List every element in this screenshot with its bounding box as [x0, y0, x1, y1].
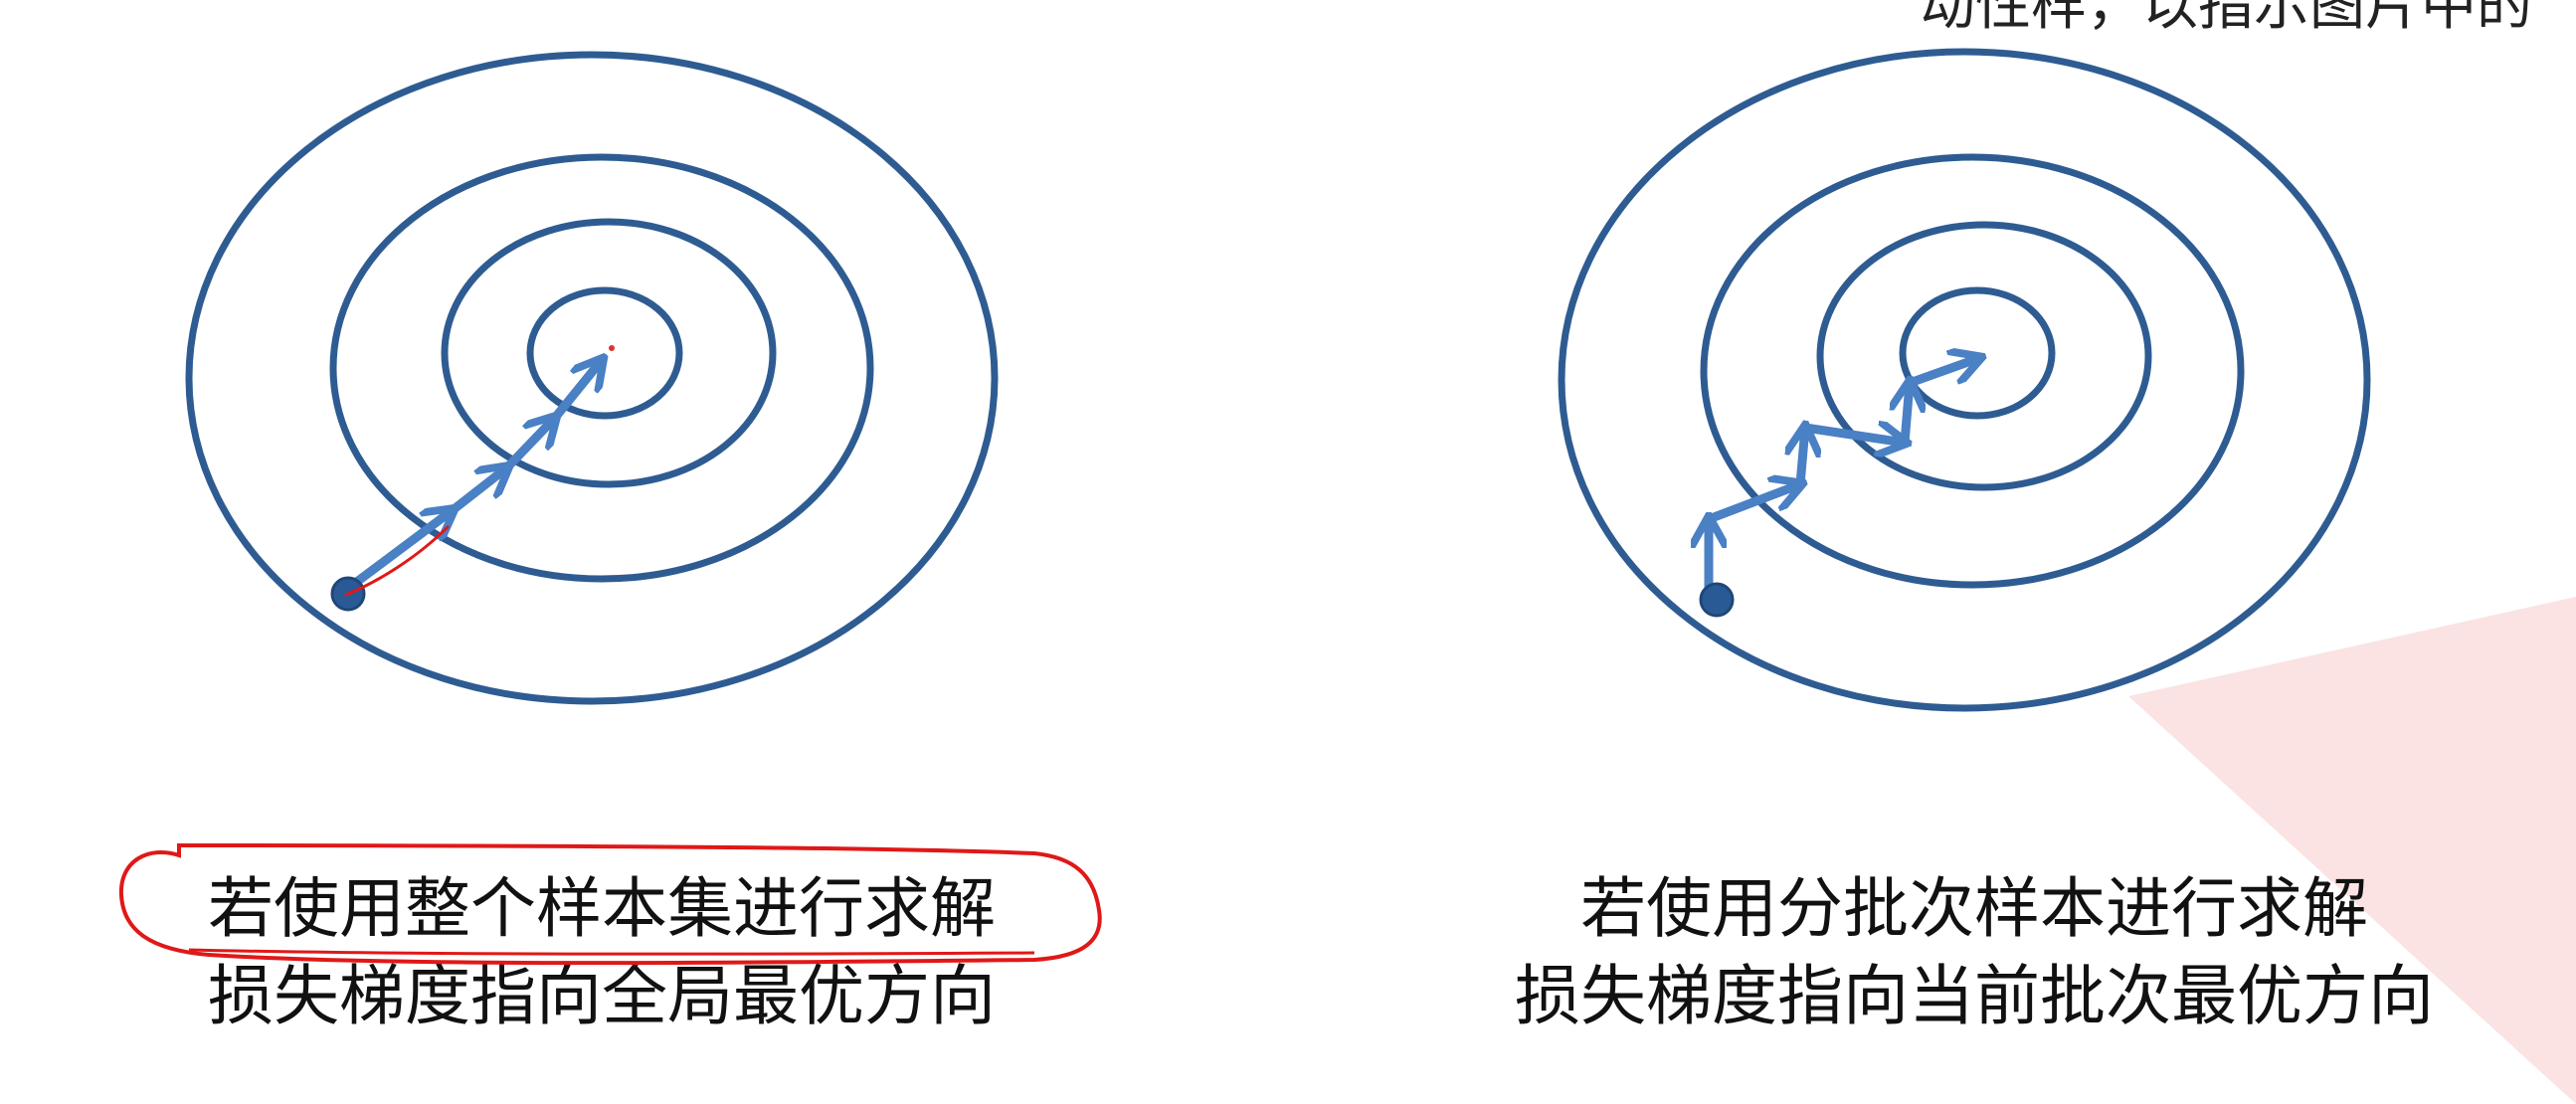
- contour-core: [526, 286, 683, 420]
- gradient-step-4: [550, 360, 602, 423]
- gradient-step-6: [1905, 358, 1979, 388]
- contour-outer: [1558, 48, 2371, 712]
- mini-batch-caption-line-1: 若使用分批次样本进行求解: [1580, 870, 2368, 947]
- gradient-step-2: [448, 467, 507, 515]
- full-batch-caption-line-2: 损失梯度指向全局最优方向: [208, 958, 996, 1034]
- contour-middle: [1700, 153, 2245, 589]
- full-batch-caption: 若使用整个样本集进行求解 损失梯度指向全局最优方向: [134, 865, 1069, 1040]
- gradient-step-3: [502, 418, 555, 472]
- mini-batch-contour-diagram: [1558, 48, 2371, 712]
- gradient-step-5: [1905, 383, 1910, 448]
- contour-outer: [185, 51, 999, 705]
- start-point: [330, 576, 366, 612]
- start-point: [1699, 582, 1735, 618]
- optimum-point: [609, 345, 615, 351]
- contour-inner: [1816, 221, 2152, 491]
- contour-core: [1899, 286, 2056, 420]
- full-batch-caption-line-1: 若使用整个样本集进行求解: [208, 870, 996, 947]
- gradient-step-1: [345, 510, 453, 592]
- mini-batch-caption: 若使用分批次样本进行求解 损失梯度指向当前批次最优方向: [1437, 865, 2511, 1040]
- gradient-step-4: [1800, 428, 1905, 443]
- full-batch-contour-diagram: [185, 51, 999, 705]
- header-partial-text: 动性样，以指示图片中的: [1920, 0, 2532, 38]
- gradient-step-3: [1800, 428, 1805, 489]
- mini-batch-caption-line-2: 损失梯度指向当前批次最优方向: [1515, 958, 2434, 1034]
- gradient-step-2: [1704, 484, 1800, 524]
- contour-middle: [329, 153, 874, 583]
- contour-inner: [441, 218, 777, 488]
